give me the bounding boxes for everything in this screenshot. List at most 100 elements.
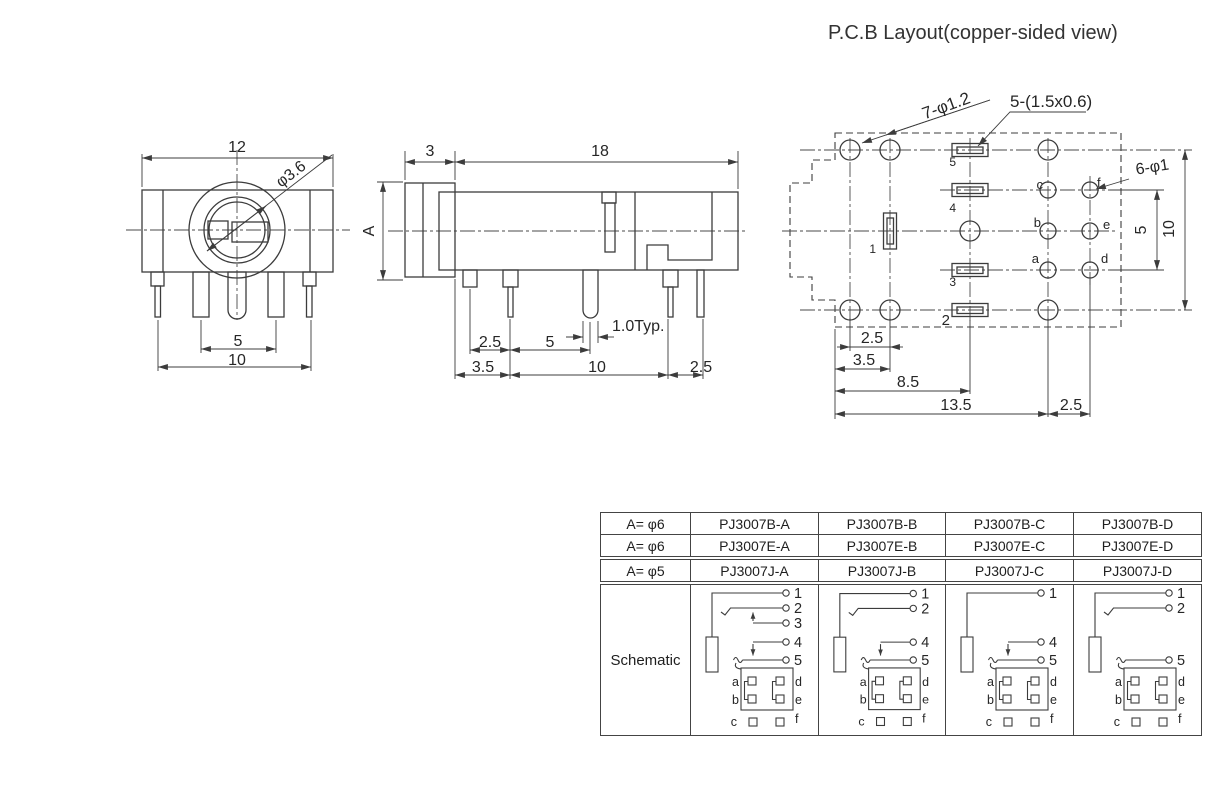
dim-pcb-col3: 8.5 xyxy=(897,374,919,391)
schematic-pad-letter: a xyxy=(987,675,994,689)
part-cell: PJ3007J-B xyxy=(818,556,946,584)
pad-group-box xyxy=(995,667,1049,711)
side-view: A 3 18 1.0Typ. 2.5 5 3.5 10 2.5 xyxy=(361,143,748,379)
drawing-title: P.C.B Layout(copper-sided view) xyxy=(828,22,1118,44)
terminal-circle xyxy=(782,656,790,664)
dim-side-off1: 2.5 xyxy=(479,334,501,351)
pad-square xyxy=(1030,717,1040,727)
pcb-outline xyxy=(789,132,1122,328)
schematic-terminal-label: 1 xyxy=(921,586,929,602)
schematic-pad-letter: e xyxy=(922,693,929,707)
dim-front-pitch: 5 xyxy=(234,333,243,350)
pcb-layout-view: 5 4 1 3 2 c b a f e d 7-φ1.2 5-(1.5x0.6)… xyxy=(782,88,1192,419)
pad-square xyxy=(875,676,885,686)
schematic-terminal-label: 4 xyxy=(1049,635,1057,651)
terminal-circle xyxy=(1037,656,1045,664)
schematic-terminal-label: 5 xyxy=(1177,653,1185,669)
dim-side-height: A xyxy=(361,225,378,236)
slot-label-3: 3 xyxy=(949,275,956,289)
pad-square xyxy=(1130,676,1140,686)
schematic-terminal-label: 4 xyxy=(921,635,929,651)
part-cell: PJ3007E-D xyxy=(1073,534,1202,559)
table-row: A= φ6 PJ3007B-A PJ3007B-B PJ3007B-C PJ30… xyxy=(600,512,1202,535)
schematic-pad-letter: a xyxy=(732,675,739,689)
mount-holes xyxy=(839,139,1059,321)
schematic-pad-letter: c xyxy=(858,714,864,728)
terminal-circle xyxy=(909,604,917,613)
part-cell: PJ3007B-B xyxy=(818,512,946,535)
front-view: 12 φ3.6 5 10 xyxy=(126,139,350,371)
pad-square xyxy=(1002,694,1012,704)
pad-square xyxy=(1158,717,1168,727)
slot-label-2: 2 xyxy=(942,312,950,329)
hole-label-b: b xyxy=(1034,215,1041,230)
schematic-pad-letter: b xyxy=(732,693,739,707)
schematic-pad-letter: d xyxy=(795,675,802,689)
pad-square xyxy=(1158,694,1168,704)
part-cell: PJ3007B-C xyxy=(945,512,1074,535)
schematic-pad-letter: e xyxy=(1050,693,1057,707)
hole-label-a: a xyxy=(1032,251,1040,266)
table-row: A= φ5 PJ3007J-A PJ3007J-B PJ3007J-C PJ30… xyxy=(600,556,1202,584)
schematic-row-label: Schematic xyxy=(600,581,691,736)
callout-holes: 7-φ1.2 xyxy=(919,88,972,123)
dim-side-off3: 2.5 xyxy=(690,359,712,376)
jack-sleeve-symbol xyxy=(960,636,974,673)
table-row: A= φ6 PJ3007E-A PJ3007E-B PJ3007E-C PJ30… xyxy=(600,534,1202,559)
pad-square xyxy=(902,676,912,686)
pad-group-box xyxy=(1123,667,1177,711)
schematic-pad-letter: f xyxy=(1178,712,1182,726)
callout-slots: 5-(1.5x0.6) xyxy=(1010,92,1092,111)
callout-small-holes: 6-φ1 xyxy=(1134,157,1170,179)
terminal-circle xyxy=(1165,656,1173,664)
terminal-circle xyxy=(782,589,790,597)
slot-label-4: 4 xyxy=(949,201,956,215)
schematic-pad-letter: f xyxy=(922,712,926,726)
schematic-pad-letter: b xyxy=(987,693,994,707)
terminal-slots xyxy=(882,142,989,318)
pad-square xyxy=(1158,676,1168,686)
dim-side-length: 18 xyxy=(591,143,609,160)
slot-label-1: 1 xyxy=(869,242,876,256)
schematic-pad-letter: f xyxy=(1050,712,1054,726)
terminal-circle xyxy=(782,638,790,646)
schematic-terminal-label: 2 xyxy=(794,601,802,617)
pad-square xyxy=(875,716,886,727)
size-cell: A= φ5 xyxy=(600,556,691,584)
schematic-pad-letter: d xyxy=(1050,675,1057,689)
schematic-terminal-label: 2 xyxy=(1177,601,1185,617)
part-cell: PJ3007J-C xyxy=(945,556,1074,584)
dim-side-off2: 3.5 xyxy=(472,359,494,376)
part-cell: PJ3007B-D xyxy=(1073,512,1202,535)
dim-side-pitch: 5 xyxy=(546,334,555,351)
schematic-pad-letter: b xyxy=(1115,693,1122,707)
schematic-pad-letter: e xyxy=(1178,693,1185,707)
part-number-table: A= φ6 PJ3007B-A PJ3007B-B PJ3007B-C PJ30… xyxy=(600,512,1202,736)
schematic-pad-letter: c xyxy=(986,715,992,729)
hole-label-d: d xyxy=(1101,251,1108,266)
schematic-pad-letter: a xyxy=(860,675,867,689)
schematic-pad-letter: f xyxy=(795,712,799,726)
terminal-circle xyxy=(909,638,917,646)
hole-label-c: c xyxy=(1037,177,1044,192)
schematic-pad-letter: e xyxy=(795,693,802,707)
dim-pcb-row-pitch: 5 xyxy=(1133,225,1150,234)
pad-square xyxy=(902,694,912,704)
pad-square xyxy=(1030,694,1040,704)
pad-square xyxy=(1003,717,1013,727)
pad-square xyxy=(902,716,912,727)
dim-side-collar: 3 xyxy=(426,143,435,160)
schematic-terminal-label: 5 xyxy=(1049,653,1057,669)
schematic-terminal-label: 1 xyxy=(794,586,802,602)
schematic-pad-letter: a xyxy=(1115,675,1122,689)
schematic-terminal-label: 4 xyxy=(794,635,802,651)
pad-square xyxy=(747,694,757,704)
terminal-circle xyxy=(1037,589,1045,597)
slot-label-5: 5 xyxy=(949,155,956,169)
